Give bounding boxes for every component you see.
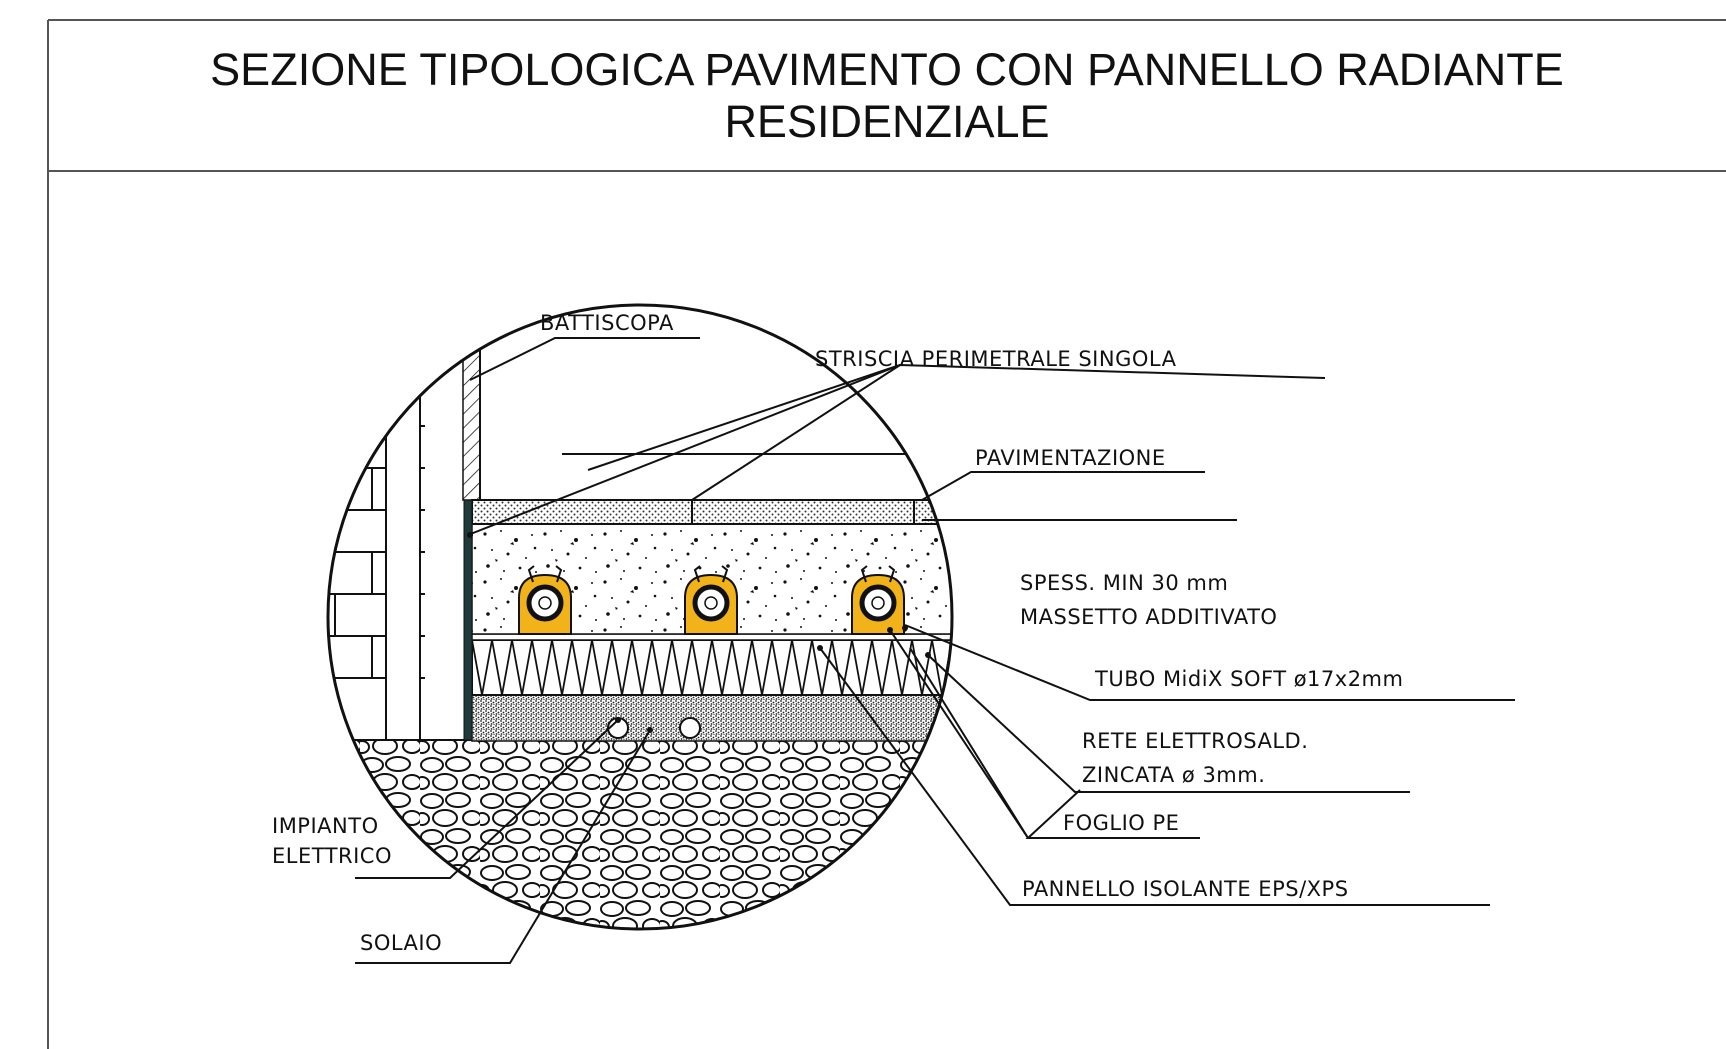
insulation-panel [471, 639, 952, 696]
solaio-layer [328, 740, 952, 929]
label-tubo: TUBO MidiX SOFT ø17x2mm [1094, 667, 1403, 691]
brick-wall [328, 305, 425, 741]
heating-pipe-1 [518, 565, 572, 635]
title-line-1: SEZIONE TIPOLOGICA PAVIMENTO CON PANNELL… [210, 43, 1564, 95]
leader-ticks [467, 532, 931, 733]
label-rete-line-1: RETE ELETTROSALD. [1082, 729, 1308, 753]
label-pavimentazione: PAVIMENTAZIONE [975, 446, 1166, 470]
title-line-2: RESIDENZIALE [724, 95, 1050, 147]
conduit-layer [471, 694, 952, 742]
label-rete-line-2: ZINCATA ø 3mm. [1082, 763, 1265, 787]
label-solaio: SOLAIO [360, 931, 442, 955]
heating-pipe-3 [851, 565, 905, 635]
label-foglio-pe: FOGLIO PE [1063, 811, 1179, 835]
perimeter-strip [463, 499, 473, 741]
label-impianto-line-2: ELETTRICO [272, 844, 392, 868]
label-pannello-isolante: PANNELLO ISOLANTE EPS/XPS [1022, 877, 1349, 901]
label-spessore: SPESS. MIN 30 mm [1020, 571, 1228, 595]
label-striscia-perimetrale: STRISCIA PERIMETRALE SINGOLA [815, 347, 1177, 371]
label-massetto: MASSETTO ADDITIVATO [1020, 605, 1277, 629]
heating-pipe-2 [684, 565, 738, 635]
detail-circle [326, 303, 954, 931]
label-impianto-line-1: IMPIANTO [272, 814, 379, 838]
floor-tiles [471, 499, 952, 525]
title-block: SEZIONE TIPOLOGICA PAVIMENTO CON PANNELL… [48, 20, 1726, 171]
leader-lines [355, 337, 1515, 964]
electric-conduit-2 [679, 717, 701, 739]
label-battiscopa: BATTISCOPA [540, 311, 674, 335]
